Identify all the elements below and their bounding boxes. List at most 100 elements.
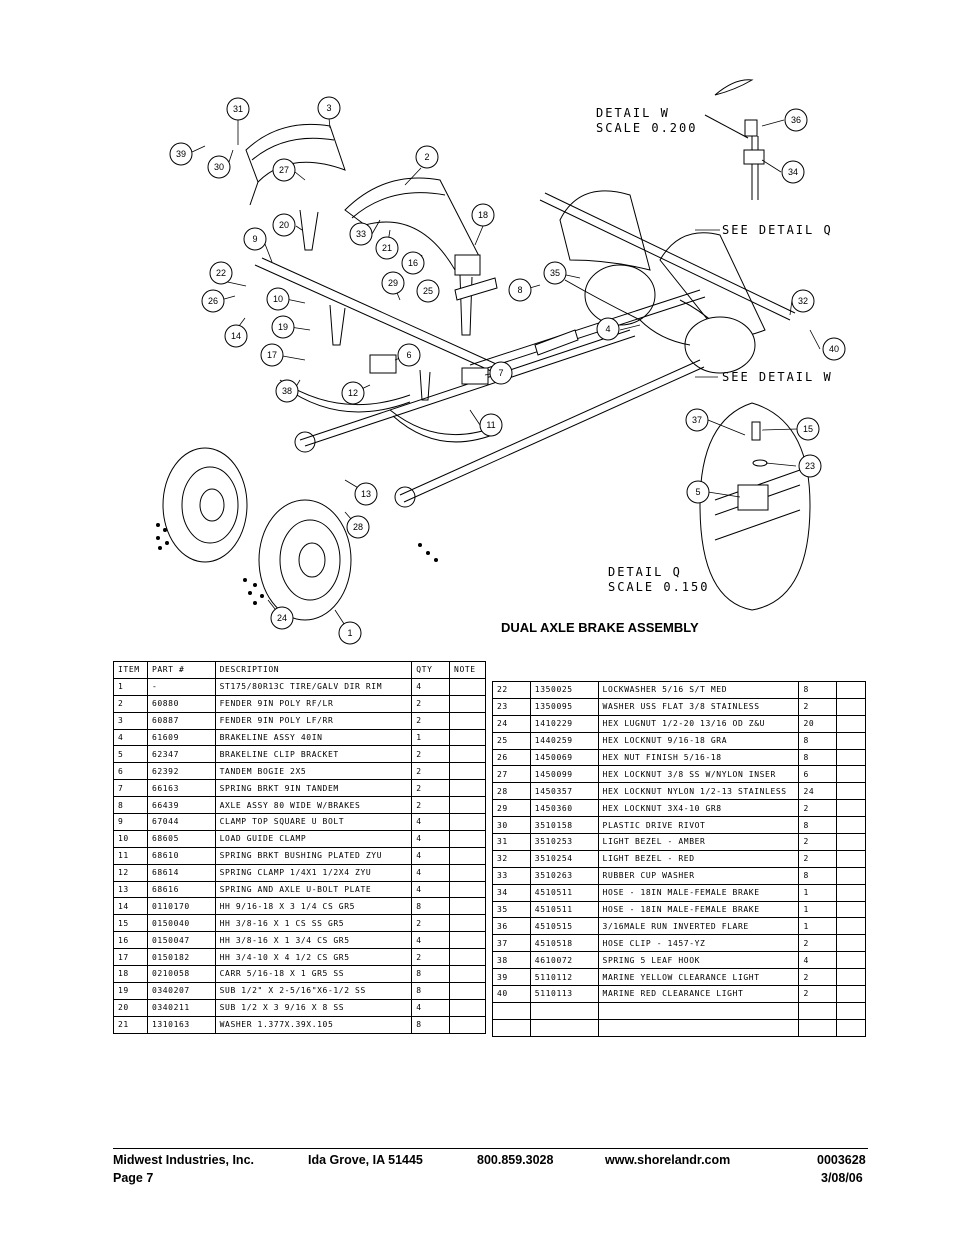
cell-qty: 8 xyxy=(411,981,451,1000)
cell-qty: 2 xyxy=(411,779,451,798)
callout-label: 18 xyxy=(478,210,488,220)
callout-28 xyxy=(346,515,370,539)
cell-part: 1450099 xyxy=(529,765,599,784)
cell-part: 1450069 xyxy=(529,748,599,767)
cell-part: 3510263 xyxy=(529,866,599,885)
cell-description: SPRING CLAMP 1/4X1 1/2X4 ZYU xyxy=(214,863,413,882)
callout-label: 21 xyxy=(382,243,392,253)
footer-divider xyxy=(113,1148,868,1149)
cell-description: WASHER USS FLAT 3/8 STAINLESS xyxy=(597,697,800,716)
callout-label: 25 xyxy=(423,286,433,296)
cell-item: 33 xyxy=(492,866,531,885)
cell-note xyxy=(836,731,866,750)
callout-15 xyxy=(796,417,820,441)
cell-part: 0150047 xyxy=(146,931,216,950)
cell-item: 31 xyxy=(492,833,531,851)
cell-part: 1440259 xyxy=(529,731,599,750)
cell-item: 15 xyxy=(113,914,148,933)
cell-part: 1410229 xyxy=(529,714,599,733)
cell-description: BRAKELINE ASSY 40IN xyxy=(214,728,413,747)
cell-qty: 2 xyxy=(411,796,451,815)
frame-rails xyxy=(254,192,796,376)
cell-description: MARINE RED CLEARANCE LIGHT xyxy=(597,985,800,1003)
cell-part: 60880 xyxy=(146,694,216,713)
footer-doc-number: 0003628 xyxy=(817,1153,866,1167)
cell-description: FENDER 9IN POLY RF/LR xyxy=(214,694,413,713)
footer-company: Midwest Industries, Inc. xyxy=(113,1153,254,1167)
cell-qty: 8 xyxy=(798,681,838,699)
callout-label: 33 xyxy=(356,229,366,239)
cell-part xyxy=(529,1018,599,1037)
callout-label: 28 xyxy=(353,522,363,532)
cell-note xyxy=(836,849,866,868)
cell-qty: 1 xyxy=(411,728,451,747)
cell-part: 4510511 xyxy=(529,900,599,919)
callout-7 xyxy=(489,361,513,385)
cell-qty: 2 xyxy=(798,934,838,953)
cell-qty: 4 xyxy=(411,880,451,899)
cell-item xyxy=(492,1018,531,1037)
callout-label: 26 xyxy=(208,296,218,306)
cell-part: 4610072 xyxy=(529,951,599,970)
cell-part: 4510515 xyxy=(529,917,599,936)
detail-w-scale: SCALE 0.200 xyxy=(596,121,697,135)
cell-note xyxy=(449,762,486,781)
detail-labels: DETAIL W SCALE 0.200 SEE DETAIL Q SEE DE… xyxy=(596,106,831,594)
callout-32 xyxy=(791,289,815,313)
cell-description: HOSE CLIP - 1457-YZ xyxy=(597,934,800,953)
cell-description: HEX NUT FINISH 5/16-18 xyxy=(597,748,800,767)
callout-label: 38 xyxy=(282,386,292,396)
cell-item: 26 xyxy=(492,748,531,767)
cell-qty: 8 xyxy=(798,731,838,750)
callout-8 xyxy=(508,278,532,302)
cell-item: 24 xyxy=(492,714,531,733)
callout-label: 34 xyxy=(788,167,798,177)
cell-item: 8 xyxy=(113,796,148,815)
callout-label: 9 xyxy=(252,234,257,244)
cell-description: HH 3/8-16 X 1 CS SS GR5 xyxy=(214,914,413,933)
cell-description: HOSE - 18IN MALE-FEMALE BRAKE xyxy=(597,900,800,919)
cell-part: 0340211 xyxy=(146,998,216,1017)
cell-item: 28 xyxy=(492,782,531,801)
callout-label: 4 xyxy=(605,324,610,334)
cell-qty: 4 xyxy=(411,998,451,1017)
cell-item: 1 xyxy=(113,677,148,696)
wheel-2 xyxy=(258,499,352,621)
cell-qty: 2 xyxy=(798,799,838,818)
cell-description: LOAD GUIDE CLAMP xyxy=(214,829,413,848)
cell-part: 62392 xyxy=(146,762,216,781)
cell-note xyxy=(836,968,866,987)
cell-part: 66439 xyxy=(146,796,216,815)
cell-note xyxy=(449,863,486,882)
cell-note xyxy=(836,900,866,919)
cell-note xyxy=(836,951,866,970)
cell-item: 40 xyxy=(492,985,531,1003)
cell-description: 3/16MALE RUN INVERTED FLARE xyxy=(597,917,800,936)
cell-qty: 2 xyxy=(798,849,838,868)
cell-part: 5110112 xyxy=(529,968,599,987)
cell-part: 68614 xyxy=(146,863,216,882)
cell-part: 1450360 xyxy=(529,799,599,818)
callout-label: 12 xyxy=(348,388,358,398)
cell-qty: 4 xyxy=(411,863,451,882)
cell-item xyxy=(492,1001,531,1020)
cell-part xyxy=(529,1001,599,1020)
cell-qty: 2 xyxy=(798,697,838,716)
callout-20 xyxy=(272,213,296,237)
callout-14 xyxy=(224,324,248,348)
detail-w-title: DETAIL W xyxy=(596,106,670,120)
callout-label: 31 xyxy=(233,104,243,114)
cell-description: HEX LOCKNUT 3/8 SS W/NYLON INSER xyxy=(597,765,800,784)
callout-22 xyxy=(209,261,233,285)
